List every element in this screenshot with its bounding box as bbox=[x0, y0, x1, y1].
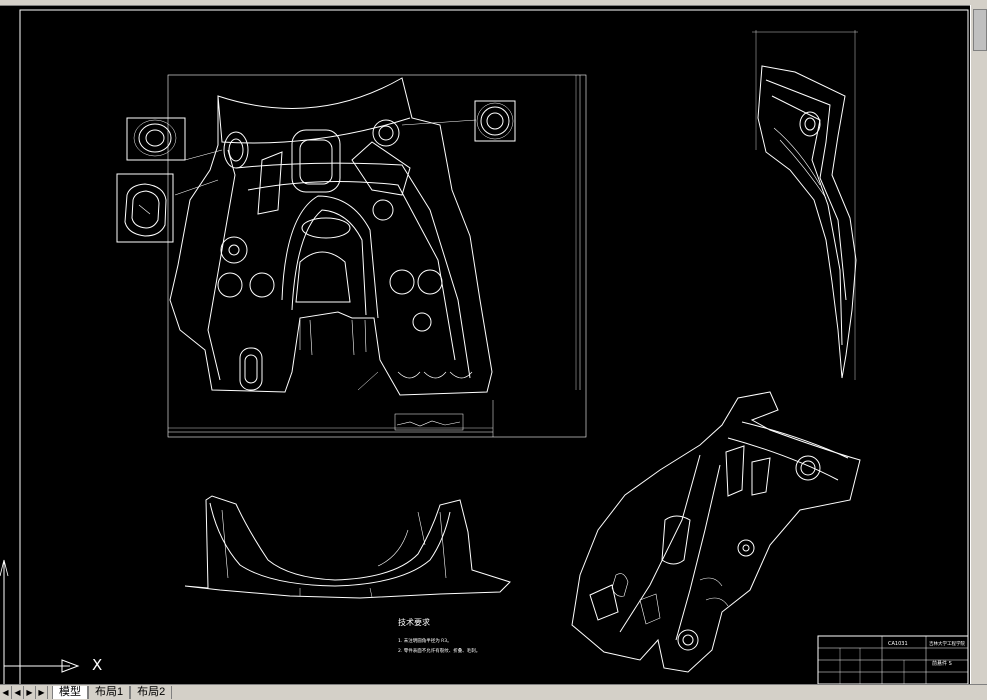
tab-layout2[interactable]: 布局2 bbox=[130, 686, 173, 699]
layout-tab-bar: ◀ ◀ ▶ ▶ 模型 布局1 布局2 bbox=[0, 684, 987, 700]
detail-view-b bbox=[116, 173, 174, 243]
vertical-scrollbar[interactable] bbox=[970, 5, 987, 684]
tech-requirement-1: 1. 未注明圆角半径为 R3。 bbox=[398, 637, 452, 644]
drawing-number: CA1031 bbox=[888, 641, 908, 647]
scrollbar-thumb[interactable] bbox=[973, 9, 987, 51]
tab-model[interactable]: 模型 bbox=[52, 686, 88, 699]
ucs-icon bbox=[0, 559, 80, 684]
tech-requirements-title: 技术要求 bbox=[398, 617, 430, 627]
section-strip bbox=[394, 413, 464, 431]
window-top-edge bbox=[0, 0, 987, 6]
detail-view-a bbox=[126, 117, 186, 161]
front-view bbox=[184, 495, 511, 599]
isometric-view bbox=[571, 391, 861, 673]
first-tab-icon[interactable]: ◀ bbox=[0, 686, 12, 699]
part-name: 前悬件 S bbox=[932, 660, 952, 667]
tab-layout1[interactable]: 布局1 bbox=[88, 686, 131, 699]
ucs-x-label: X bbox=[92, 656, 102, 674]
prev-tab-icon[interactable]: ◀ bbox=[12, 686, 24, 699]
top-view bbox=[167, 74, 587, 438]
drawing-border bbox=[19, 9, 969, 686]
detail-view-c bbox=[474, 100, 516, 142]
school-name: 吉林大学工程学院 bbox=[929, 640, 965, 647]
next-tab-icon[interactable]: ▶ bbox=[24, 686, 36, 699]
tech-requirement-2: 2. 零件表面不允许有裂纹、折叠、毛刺。 bbox=[398, 647, 480, 654]
side-view bbox=[752, 30, 858, 380]
last-tab-icon[interactable]: ▶ bbox=[36, 686, 48, 699]
drawing-canvas[interactable]: 技术要求 1. 未注明圆角半径为 R3。 2. 零件表面不允许有裂纹、折叠、毛刺… bbox=[0, 5, 970, 686]
